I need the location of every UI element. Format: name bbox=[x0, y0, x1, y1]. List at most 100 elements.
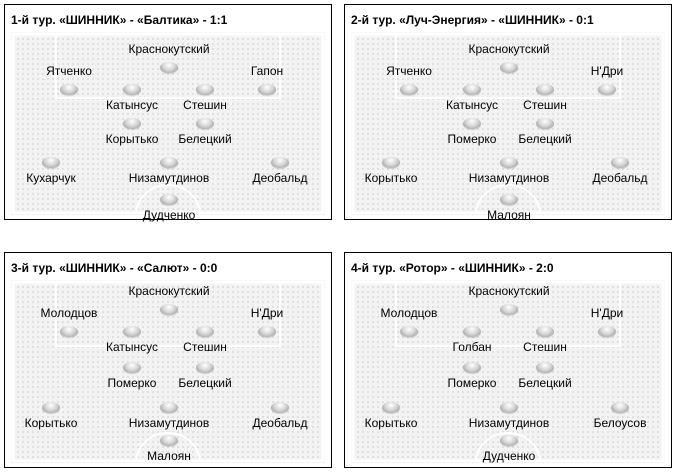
player-name: Деобальд bbox=[592, 171, 648, 185]
pitch-lines bbox=[351, 32, 665, 215]
player-marker bbox=[611, 157, 629, 168]
pitch: Краснокутский Ятченко Гапон Катынсус Сте… bbox=[11, 32, 325, 222]
player-marker bbox=[400, 326, 418, 337]
player-marker bbox=[42, 157, 60, 168]
player-name: Катынсус bbox=[105, 340, 159, 354]
player-marker bbox=[536, 326, 554, 337]
player-name: Померко bbox=[447, 132, 497, 146]
player-marker bbox=[536, 362, 554, 373]
player-marker bbox=[196, 362, 214, 373]
pitch: Краснокутский Молодцов Н'Дри Голбан Стеш… bbox=[351, 280, 665, 463]
player-marker bbox=[160, 304, 178, 315]
lineup-panel-1: 1-й тур. «ШИННИК» - «Балтика» - 1:1 Крас… bbox=[4, 4, 332, 222]
player-name: Ятченко bbox=[386, 64, 432, 78]
player-name: Малоян bbox=[487, 208, 531, 222]
player-marker bbox=[463, 84, 481, 95]
player-marker bbox=[160, 435, 178, 446]
pitch-lines bbox=[11, 280, 325, 463]
player-marker bbox=[123, 362, 141, 373]
player-marker bbox=[463, 362, 481, 373]
player-name: Голбан bbox=[452, 340, 492, 354]
player-marker bbox=[400, 84, 418, 95]
player-name: Корытько bbox=[364, 416, 418, 430]
player-marker bbox=[160, 194, 178, 205]
player-marker bbox=[500, 402, 518, 413]
pitch: Краснокутский Молодцов Н'Дри Катынсус Ст… bbox=[11, 280, 325, 463]
pitch-lines bbox=[11, 32, 325, 215]
player-marker bbox=[258, 84, 276, 95]
player-marker bbox=[536, 84, 554, 95]
player-marker bbox=[598, 326, 616, 337]
panel-title: 1-й тур. «ШИННИК» - «Балтика» - 1:1 bbox=[11, 13, 228, 27]
player-name: Н'Дри bbox=[250, 306, 284, 320]
player-marker bbox=[463, 326, 481, 337]
player-marker bbox=[382, 157, 400, 168]
player-name: Дудченко bbox=[142, 208, 196, 222]
player-name: Молодцов bbox=[40, 306, 98, 320]
panel-title: 4-й тур. «Ротор» - «ШИННИК» - 2:0 bbox=[351, 261, 554, 275]
player-name: Стешин bbox=[523, 98, 567, 112]
player-name: Ятченко bbox=[46, 64, 92, 78]
player-name: Белецкий bbox=[518, 132, 572, 146]
player-name: Малоян bbox=[147, 449, 191, 463]
player-name: Корытько bbox=[24, 416, 78, 430]
player-marker bbox=[160, 157, 178, 168]
player-marker bbox=[500, 435, 518, 446]
player-marker bbox=[382, 402, 400, 413]
player-name: Гапон bbox=[250, 64, 284, 78]
panel-title: 3-й тур. «ШИННИК» - «Салют» - 0:0 bbox=[11, 261, 218, 275]
player-marker bbox=[160, 62, 178, 73]
pitch-lines bbox=[351, 280, 665, 463]
lineup-panel-4: 4-й тур. «Ротор» - «ШИННИК» - 2:0 Красно… bbox=[344, 252, 672, 468]
player-marker bbox=[500, 157, 518, 168]
player-name: Деобальд bbox=[252, 171, 308, 185]
player-name: Краснокутский bbox=[128, 42, 210, 56]
player-marker bbox=[42, 402, 60, 413]
player-name: Стешин bbox=[183, 340, 227, 354]
player-marker bbox=[196, 118, 214, 129]
player-marker bbox=[60, 326, 78, 337]
player-name: Померко bbox=[447, 376, 497, 390]
pitch: Краснокутский Ятченко Н'Дри Катынсус Сте… bbox=[351, 32, 665, 222]
lineup-panel-3: 3-й тур. «ШИННИК» - «Салют» - 0:0 Красно… bbox=[4, 252, 332, 468]
player-marker bbox=[60, 84, 78, 95]
player-name: Стешин bbox=[183, 98, 227, 112]
player-name: Краснокутский bbox=[468, 284, 550, 298]
player-marker bbox=[536, 118, 554, 129]
player-name: Краснокутский bbox=[128, 284, 210, 298]
player-name: Кухарчук bbox=[26, 171, 76, 185]
player-name: Молодцов bbox=[380, 306, 438, 320]
player-marker bbox=[463, 118, 481, 129]
player-name: Деобальд bbox=[252, 416, 308, 430]
player-name: Низамутдинов bbox=[128, 171, 210, 185]
player-name: Н'Дри bbox=[590, 64, 624, 78]
player-marker bbox=[160, 402, 178, 413]
player-name: Низамутдинов bbox=[468, 171, 550, 185]
player-name: Н'Дри bbox=[590, 306, 624, 320]
player-name: Катынсус bbox=[445, 98, 499, 112]
player-name: Белецкий bbox=[178, 376, 232, 390]
lineup-panel-2: 2-й тур. «Луч-Энергия» - «ШИННИК» - 0:1 … bbox=[344, 4, 672, 222]
player-name: Катынсус bbox=[105, 98, 159, 112]
player-marker bbox=[500, 194, 518, 205]
player-marker bbox=[611, 402, 629, 413]
player-name: Померко bbox=[107, 376, 157, 390]
player-marker bbox=[196, 84, 214, 95]
player-marker bbox=[598, 84, 616, 95]
player-name: Белецкий bbox=[178, 132, 232, 146]
player-name: Низамутдинов bbox=[468, 416, 550, 430]
player-name: Стешин bbox=[523, 340, 567, 354]
player-name: Белоусов bbox=[593, 416, 647, 430]
player-marker bbox=[271, 157, 289, 168]
player-marker bbox=[500, 304, 518, 315]
player-name: Дудченко bbox=[482, 449, 536, 463]
player-name: Краснокутский bbox=[468, 42, 550, 56]
player-name: Корытько bbox=[105, 132, 159, 146]
player-marker bbox=[258, 326, 276, 337]
player-marker bbox=[123, 118, 141, 129]
player-marker bbox=[123, 326, 141, 337]
panel-title: 2-й тур. «Луч-Энергия» - «ШИННИК» - 0:1 bbox=[351, 13, 594, 27]
player-marker bbox=[500, 62, 518, 73]
player-marker bbox=[123, 84, 141, 95]
player-name: Белецкий bbox=[518, 376, 572, 390]
